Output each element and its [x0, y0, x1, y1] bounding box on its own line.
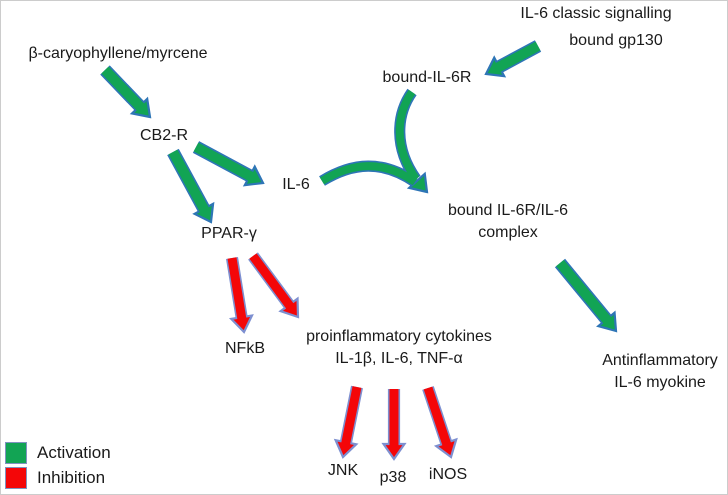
ppar-gamma-label: PPAR-γ: [201, 225, 257, 242]
jnk-label: JNK: [327, 462, 359, 479]
arrow-cytokines-to-p38-head: [381, 442, 407, 461]
cb2-r-label: CB2-R: [139, 127, 189, 144]
arrow-boundil6r-to-complex-shaft: [395, 89, 420, 182]
arrow-cb2r-to-ppar-shaft: [168, 149, 210, 213]
legend-row-inhibition: Inhibition: [5, 465, 111, 490]
bound-il6r-label: bound-IL-6R: [382, 69, 472, 86]
activation-swatch: [5, 441, 27, 464]
legend-label-activation: Activation: [37, 443, 111, 462]
arrow-boundil6r-to-complex-head: [406, 171, 429, 194]
legend-row-activation: Activation: [5, 440, 111, 465]
arrow-cb2r-to-il6-shaft: [193, 142, 254, 182]
il6-classic-signalling-label: IL-6 classic signalling: [520, 5, 672, 22]
nfkb-label: NFkB: [225, 340, 265, 357]
arrow-ppar-to-nfkb-shaft: [227, 257, 247, 320]
il-6-label: IL-6: [282, 176, 310, 193]
arrow-cytokines-to-inos-shaft: [423, 386, 452, 447]
inhibition-swatch: [5, 466, 27, 489]
bound-gp130-label: bound gp130: [569, 32, 663, 49]
arrow-gp130-to-boundil6r-shaft: [495, 41, 541, 73]
arrow-cytokines-to-jnk-shaft: [341, 386, 362, 446]
legend: Activation Inhibition: [5, 440, 111, 490]
arrow-beta-to-cb2r-shaft: [101, 66, 145, 112]
beta-caryophyllene-myrcene-label: β-caryophyllene/myrcene: [28, 45, 208, 62]
p38-label: p38: [379, 469, 407, 486]
arrow-il6-to-complex-shaft: [319, 162, 418, 186]
legend-label-inhibition: Inhibition: [37, 468, 106, 487]
inos-label: iNOS: [428, 466, 468, 483]
arrow-complex-to-antinflammatory-shaft: [556, 259, 612, 325]
arrow-ppar-to-cytokines-shaft: [249, 253, 294, 310]
